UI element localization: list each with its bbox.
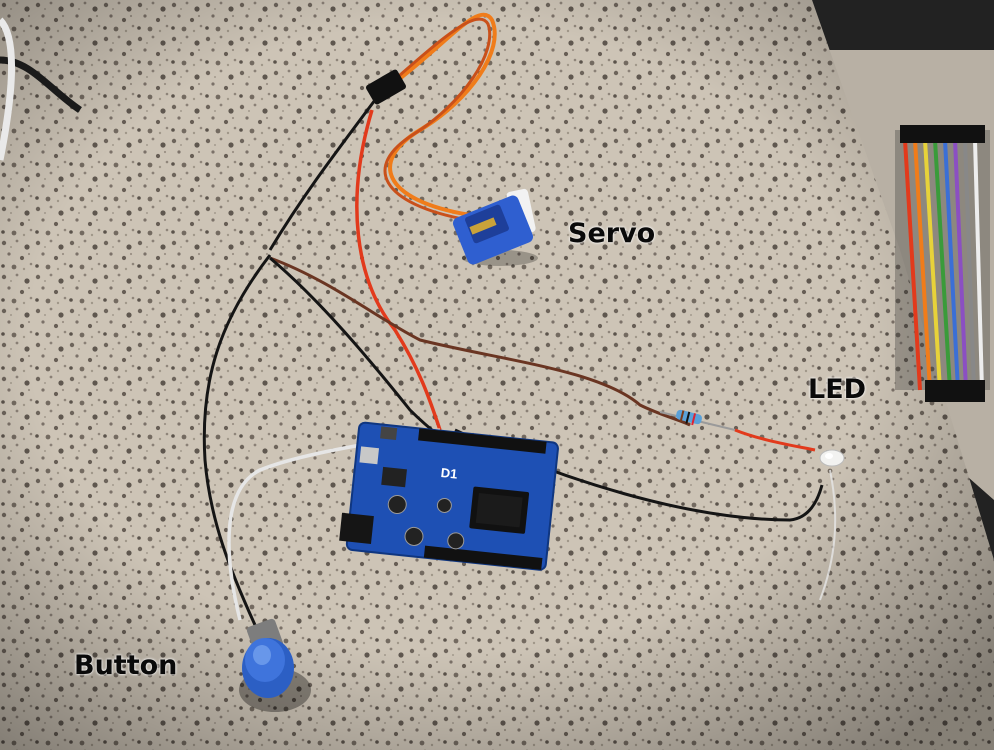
servo-label: Servo [568, 218, 656, 249]
led-label: LED [808, 374, 867, 405]
resistor [659, 409, 736, 431]
red-wire [355, 109, 442, 431]
push-button [239, 618, 311, 712]
wemos-d1-board: D1 [339, 421, 559, 571]
board-silkscreen: D1 [440, 465, 458, 482]
button-label: Button [74, 650, 178, 681]
led [819, 449, 845, 467]
servo-motor [452, 188, 538, 266]
jumper-wire-bundle [895, 125, 990, 402]
brown-wire [269, 256, 691, 427]
servo-connector [366, 69, 406, 105]
